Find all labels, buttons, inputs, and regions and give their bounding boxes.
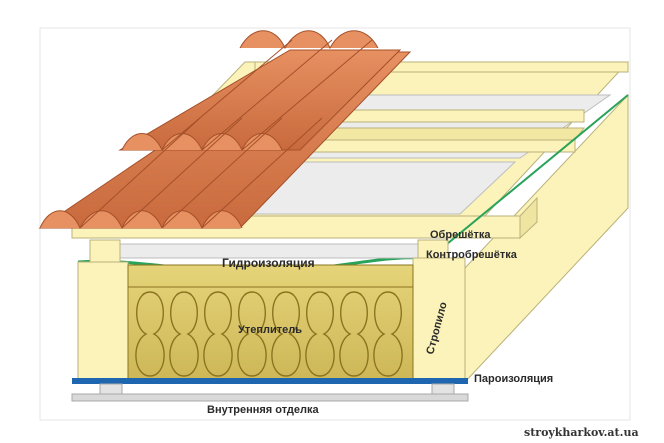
wool-fiber-loop	[169, 291, 199, 377]
interior-finish	[71, 393, 469, 402]
wool-fiber-loop	[373, 291, 403, 377]
rafters	[77, 239, 466, 381]
label-vnutrennyaya-otdelka: Внутренняя отделка	[207, 404, 320, 416]
watermark: stroykharkov.at.ua	[524, 426, 639, 439]
wool-fiber-loop	[305, 291, 335, 377]
wool-fiber-loop	[203, 291, 233, 377]
roof-tiles	[38, 30, 412, 230]
vapor-barrier	[72, 378, 468, 384]
wool-fiber-loop	[135, 291, 165, 377]
label-obreshetka: Обрешётка	[430, 229, 491, 241]
wool-fiber-loop	[237, 291, 267, 377]
wool-fiber-loop	[339, 291, 369, 377]
insulation	[127, 264, 414, 381]
label-uteplitel: Утеплитель	[238, 324, 302, 336]
joist-left	[99, 383, 123, 395]
wool-fiber-loop	[271, 291, 301, 377]
joist-right	[431, 383, 455, 395]
label-kontrobreshetka: Контробрешётка	[426, 249, 518, 261]
label-gidroizolyatsiya: Гидроизоляция	[222, 256, 315, 270]
label-paroizolyatsiya: Пароизоляция	[474, 373, 553, 385]
